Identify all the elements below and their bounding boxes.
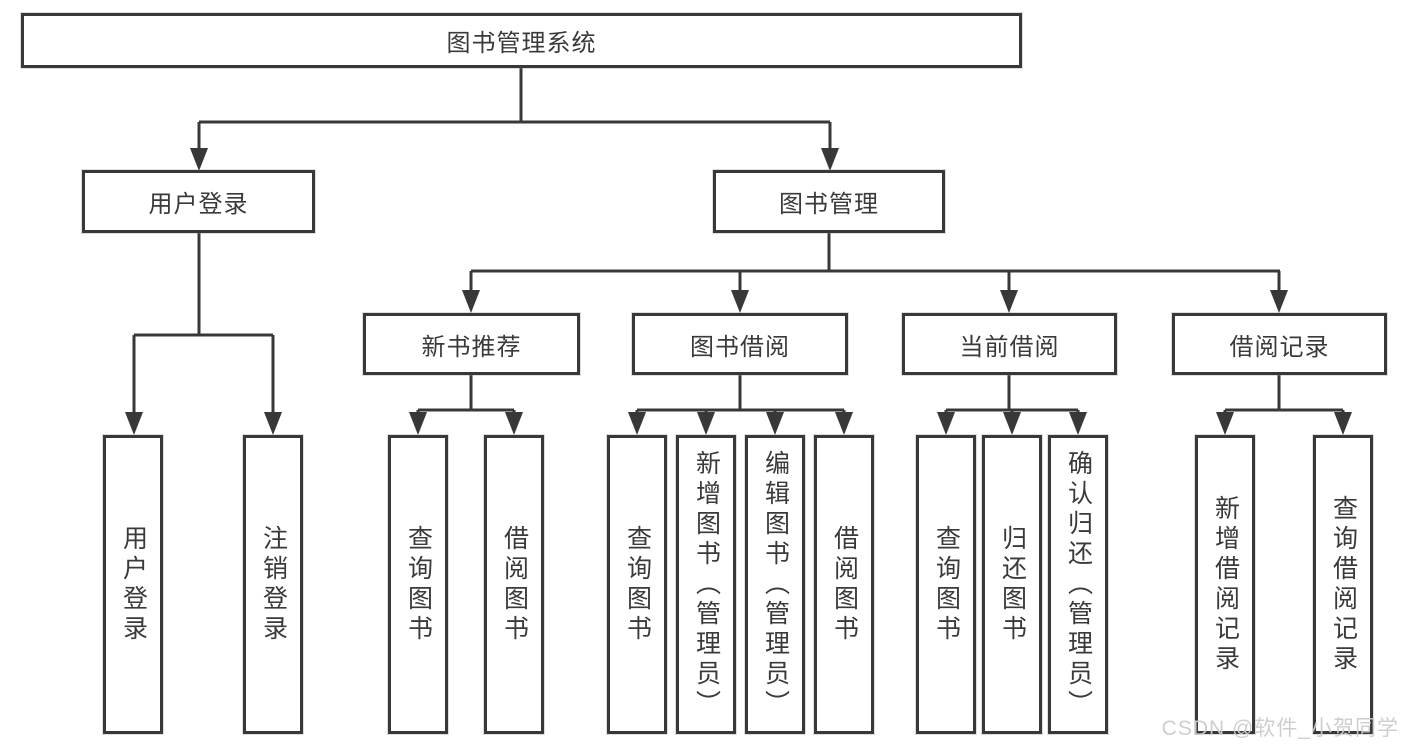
node-current-borrowing: 当前借阅 [902, 313, 1117, 375]
leaf-borrow-query-books: 查询图书 [607, 435, 667, 734]
leaf-borrow-borrow-books: 借阅图书 [814, 435, 874, 734]
leaf-record-query-record: 查询借阅记录 [1313, 435, 1373, 734]
node-current-borrowing-label: 当前借阅 [959, 333, 1060, 361]
node-user-login-label: 用户登录 [148, 191, 249, 218]
leaf-borrow-borrow-books-label: 借阅图书 [830, 524, 859, 645]
leaf-record-add-record: 新增借阅记录 [1195, 435, 1255, 734]
leaf-record-add-record-label: 新增借阅记录 [1211, 494, 1240, 675]
leaf-borrow-add-book-admin: 新增图书（管理员） [676, 435, 736, 734]
leaf-current-query-books: 查询图书 [916, 435, 976, 734]
node-new-book-recommend: 新书推荐 [363, 313, 580, 375]
csdn-watermark: CSDN @软件_小贺同学 [1161, 717, 1399, 740]
node-book-management-label: 图书管理 [779, 191, 879, 218]
leaf-borrow-add-book-admin-label: 新增图书（管理员） [692, 449, 721, 720]
leaf-logout: 注销登录 [243, 435, 303, 734]
leaf-newbook-borrow-books: 借阅图书 [484, 435, 544, 734]
node-book-borrowing: 图书借阅 [632, 313, 848, 375]
leaf-borrow-edit-book-admin-label: 编辑图书（管理员） [761, 449, 790, 720]
node-book-borrowing-label: 图书借阅 [690, 333, 790, 361]
node-borrowing-records-label: 借阅记录 [1229, 333, 1330, 361]
leaf-current-confirm-return-admin-label: 确认归还（管理员） [1064, 449, 1093, 720]
leaf-newbook-borrow-books-label: 借阅图书 [500, 524, 529, 645]
leaf-borrow-query-books-label: 查询图书 [623, 524, 652, 645]
leaf-current-return-books: 归还图书 [982, 435, 1042, 734]
arrowheads [125, 148, 1352, 435]
node-borrowing-records: 借阅记录 [1172, 313, 1387, 375]
leaf-user-login: 用户登录 [103, 435, 163, 734]
leaf-user-login-label: 用户登录 [119, 524, 148, 645]
node-book-management: 图书管理 [713, 170, 945, 233]
leaf-newbook-query-books-label: 查询图书 [404, 524, 433, 645]
node-new-book-recommend-label: 新书推荐 [421, 333, 522, 361]
leaf-logout-label: 注销登录 [259, 524, 288, 645]
leaf-current-return-books-label: 归还图书 [998, 524, 1027, 645]
leaf-newbook-query-books: 查询图书 [388, 435, 448, 734]
leaf-borrow-edit-book-admin: 编辑图书（管理员） [745, 435, 805, 734]
leaf-current-confirm-return-admin: 确认归还（管理员） [1048, 435, 1108, 734]
node-user-login: 用户登录 [82, 170, 315, 233]
node-library-system: 图书管理系统 [21, 13, 1022, 68]
leaf-record-query-record-label: 查询借阅记录 [1329, 494, 1358, 675]
leaf-current-query-books-label: 查询图书 [932, 524, 961, 645]
node-library-system-label: 图书管理系统 [446, 30, 597, 57]
